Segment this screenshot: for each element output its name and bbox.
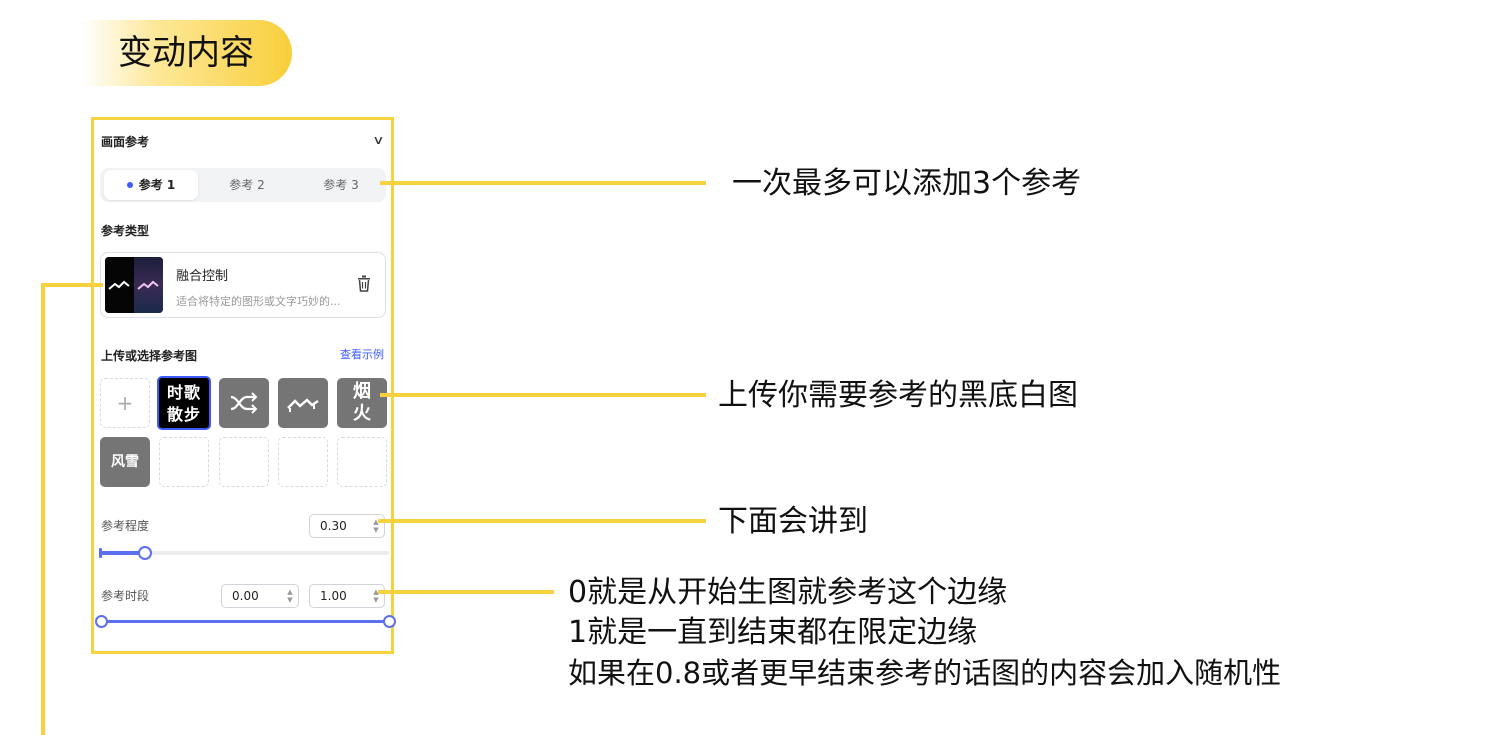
tile-label: 风雪 bbox=[111, 454, 139, 470]
tab-reference-2[interactable]: 参考 2 bbox=[200, 170, 294, 200]
connector-line bbox=[378, 519, 706, 523]
strength-slider-track[interactable] bbox=[99, 546, 389, 560]
page-heading: 变动内容 bbox=[118, 33, 254, 73]
reference-tile-shuffle[interactable] bbox=[219, 378, 269, 428]
period-label: 参考时段 bbox=[101, 589, 150, 603]
upload-add-tile[interactable]: + bbox=[100, 378, 150, 428]
stepper-arrows-icon[interactable]: ▲▼ bbox=[373, 518, 379, 534]
strength-slider-fill bbox=[101, 551, 145, 555]
stepper-arrows-icon[interactable]: ▲▼ bbox=[373, 588, 379, 604]
period-start-value: 0.00 bbox=[232, 589, 259, 603]
empty-tile[interactable] bbox=[278, 437, 328, 487]
chevron-down-icon[interactable]: ∨ bbox=[372, 133, 385, 147]
upload-title: 上传或选择参考图 bbox=[101, 349, 198, 363]
reference-tabs: 参考 1 参考 2 参考 3 bbox=[100, 168, 386, 202]
slider-start-mark bbox=[99, 548, 102, 558]
ref-type-description: 适合将特定的图形或文字巧妙的... bbox=[176, 295, 341, 308]
tab-label: 参考 1 bbox=[138, 178, 176, 192]
empty-tile[interactable] bbox=[219, 437, 269, 487]
connector-line bbox=[41, 283, 103, 287]
ref-type-card[interactable]: 融合控制 适合将特定的图形或文字巧妙的... bbox=[100, 252, 386, 318]
tab-label: 参考 2 bbox=[229, 178, 265, 192]
annotation-upload: 上传你需要参考的黑底白图 bbox=[718, 378, 1078, 413]
heading-pill bbox=[82, 20, 292, 86]
ref-type-thumbnail bbox=[105, 257, 163, 313]
tile-label: 烟火 bbox=[353, 381, 371, 424]
squiggle-icon bbox=[287, 398, 319, 412]
view-example-link[interactable]: 查看示例 bbox=[340, 348, 384, 361]
ref-type-name: 融合控制 bbox=[176, 269, 229, 284]
period-slider-track[interactable] bbox=[95, 615, 396, 628]
period-end-input[interactable]: 1.00 ▲▼ bbox=[309, 584, 385, 608]
period-end-value: 1.00 bbox=[320, 589, 347, 603]
stepper-arrows-icon[interactable]: ▲▼ bbox=[287, 588, 293, 604]
ref-type-title: 参考类型 bbox=[101, 224, 150, 238]
annotation-period-1: 0就是从开始生图就参考这个边缘 bbox=[568, 575, 1008, 610]
period-start-handle[interactable] bbox=[95, 615, 108, 628]
tile-label: 时歌散步 bbox=[166, 383, 201, 424]
tab-label: 参考 3 bbox=[323, 178, 359, 192]
panel-highlight-frame: 画面参考 ∨ 参考 1 参考 2 参考 3 参考类型 融合控制 适合将特定的图形… bbox=[91, 117, 396, 654]
annotation-period-3: 如果在0.8或者更早结束参考的话图的内容会加入随机性 bbox=[568, 656, 1282, 690]
strength-value: 0.30 bbox=[320, 519, 347, 533]
period-end-handle[interactable] bbox=[383, 615, 396, 628]
annotation-period-2: 1就是一直到结束都在限定边缘 bbox=[568, 615, 978, 650]
connector-line bbox=[378, 590, 554, 594]
tab-reference-3[interactable]: 参考 3 bbox=[296, 170, 386, 200]
connector-line bbox=[41, 283, 45, 735]
annotation-tabs: 一次最多可以添加3个参考 bbox=[732, 166, 1082, 201]
connector-line bbox=[380, 393, 706, 397]
period-start-input[interactable]: 0.00 ▲▼ bbox=[221, 584, 299, 608]
tab-reference-1[interactable]: 参考 1 bbox=[104, 170, 198, 200]
shuffle-icon bbox=[230, 392, 258, 414]
reference-panel: 画面参考 ∨ 参考 1 参考 2 参考 3 参考类型 融合控制 适合将特定的图形… bbox=[94, 120, 396, 651]
section-title: 画面参考 bbox=[101, 135, 150, 149]
trash-icon[interactable] bbox=[357, 275, 371, 293]
annotation-strength: 下面会讲到 bbox=[718, 504, 868, 539]
reference-tile-fengxue[interactable]: 风雪 bbox=[100, 437, 150, 487]
connector-line bbox=[380, 181, 706, 185]
squiggle-icon bbox=[108, 280, 159, 290]
strength-input[interactable]: 0.30 ▲▼ bbox=[309, 514, 385, 538]
reference-tile-squiggle[interactable] bbox=[278, 378, 328, 428]
active-dot-icon bbox=[126, 181, 133, 188]
reference-tile-yanhuo[interactable]: 烟火 bbox=[337, 378, 387, 428]
empty-tile[interactable] bbox=[159, 437, 209, 487]
empty-tile[interactable] bbox=[337, 437, 387, 487]
strength-label: 参考程度 bbox=[101, 519, 150, 533]
plus-icon: + bbox=[116, 391, 134, 415]
strength-slider-handle[interactable] bbox=[138, 546, 153, 560]
reference-tile-shige[interactable]: 时歌散步 bbox=[157, 376, 211, 430]
period-slider-fill bbox=[101, 620, 389, 623]
